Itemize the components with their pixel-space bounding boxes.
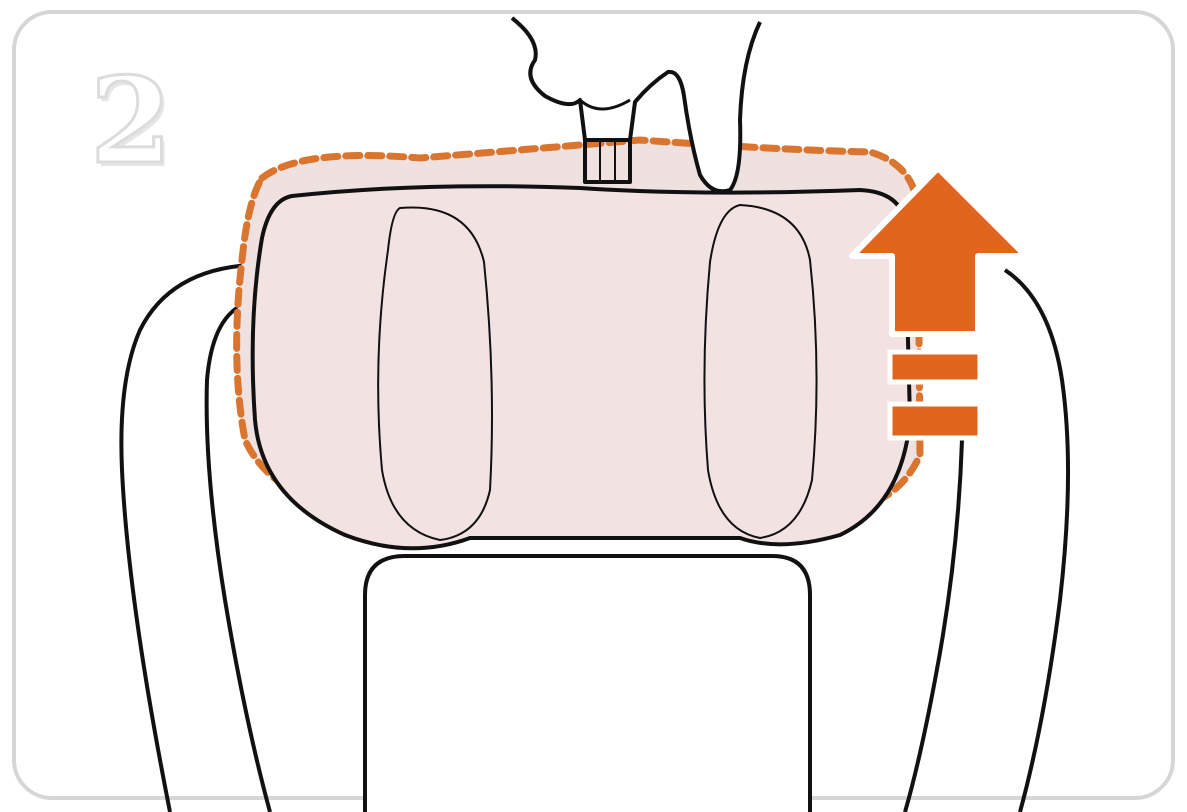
headrest-cushion <box>253 186 910 548</box>
step-number-label: 2 <box>90 62 172 180</box>
right-bolster <box>1005 270 1068 812</box>
seat-back <box>365 556 810 812</box>
right-bolster-inner <box>905 440 962 812</box>
left-bolster <box>121 265 250 812</box>
